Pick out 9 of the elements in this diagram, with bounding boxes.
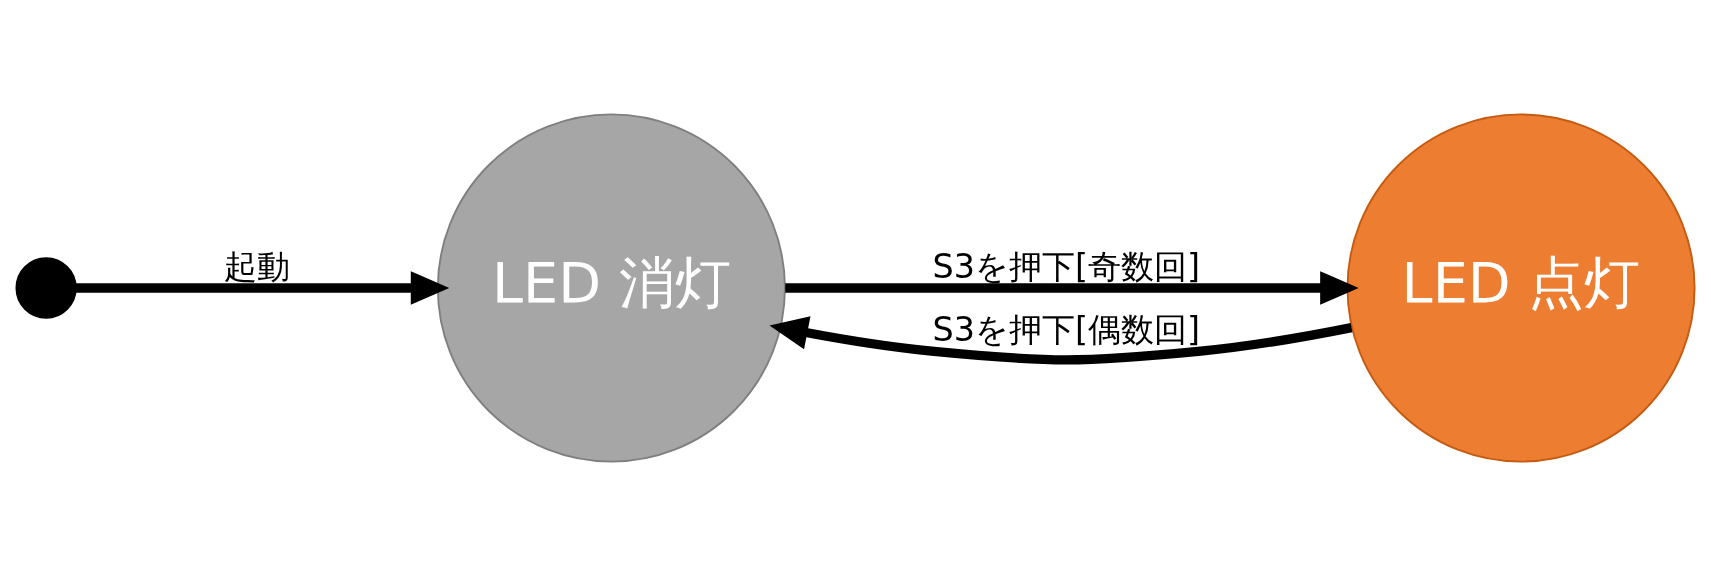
edge-label: 起動 [223,246,290,286]
node-circle: LED 点灯 [1346,113,1696,463]
node-circle: LED 消灯 [436,113,786,463]
edge-label: S3を押下[偶数回] [932,309,1200,349]
node-circle [15,257,77,319]
arrow [769,316,1353,365]
edge-label: S3を押下[奇数回] [932,246,1200,286]
arrow [785,271,1359,305]
arrow [75,271,450,305]
